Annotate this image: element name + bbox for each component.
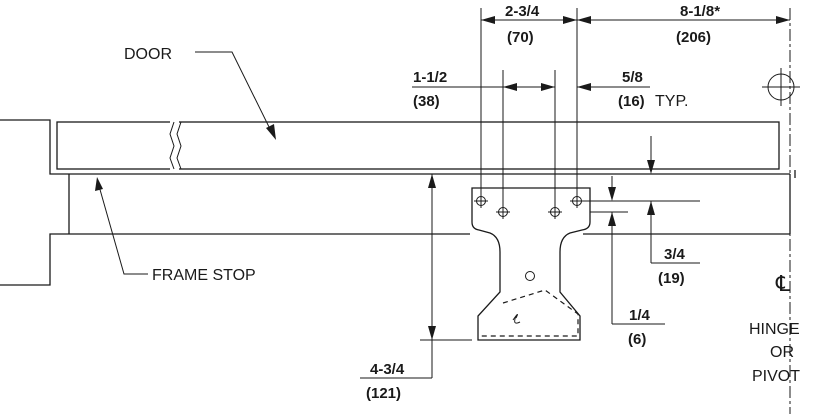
screw-holes xyxy=(474,194,584,219)
door-break-mark xyxy=(169,121,182,170)
or-label: OR xyxy=(770,344,794,361)
centerline-symbol: ℄ xyxy=(775,271,791,296)
dim-5-8-frac: 5/8 xyxy=(622,69,643,86)
frame-stop-label: FRAME STOP xyxy=(152,267,256,284)
dimension-lines xyxy=(360,16,790,379)
dim-8-1-8-mm: (206) xyxy=(676,29,711,46)
door-label: DOOR xyxy=(124,46,172,63)
dim-1-1-2-frac: 1-1/2 xyxy=(413,69,447,86)
hinge-label: HINGE xyxy=(749,321,800,338)
dim-3-4-frac: 3/4 xyxy=(664,246,686,263)
closer-bracket xyxy=(471,187,591,341)
dim-1-1-2-mm: (38) xyxy=(413,93,440,110)
pivot-label: PIVOT xyxy=(752,368,800,385)
door-frame-outline xyxy=(0,119,796,286)
hinge-centerline xyxy=(762,8,800,414)
dim-5-8-mm: (16) xyxy=(618,93,645,110)
extension-lines xyxy=(420,8,700,341)
dim-8-1-8-frac: 8-1/8* xyxy=(680,3,720,20)
leaders xyxy=(95,51,276,275)
dim-4-3-4-frac: 4-3/4 xyxy=(370,361,405,378)
dim-3-4-mm: (19) xyxy=(658,270,685,287)
dim-1-4-frac: 1/4 xyxy=(629,307,651,324)
typ-label: TYP. xyxy=(655,93,689,110)
dim-2-3-4-mm: (70) xyxy=(507,29,534,46)
dim-1-4-mm: (6) xyxy=(628,331,646,348)
dim-4-3-4-mm: (121) xyxy=(366,385,401,402)
dim-2-3-4-frac: 2-3/4 xyxy=(505,3,540,20)
